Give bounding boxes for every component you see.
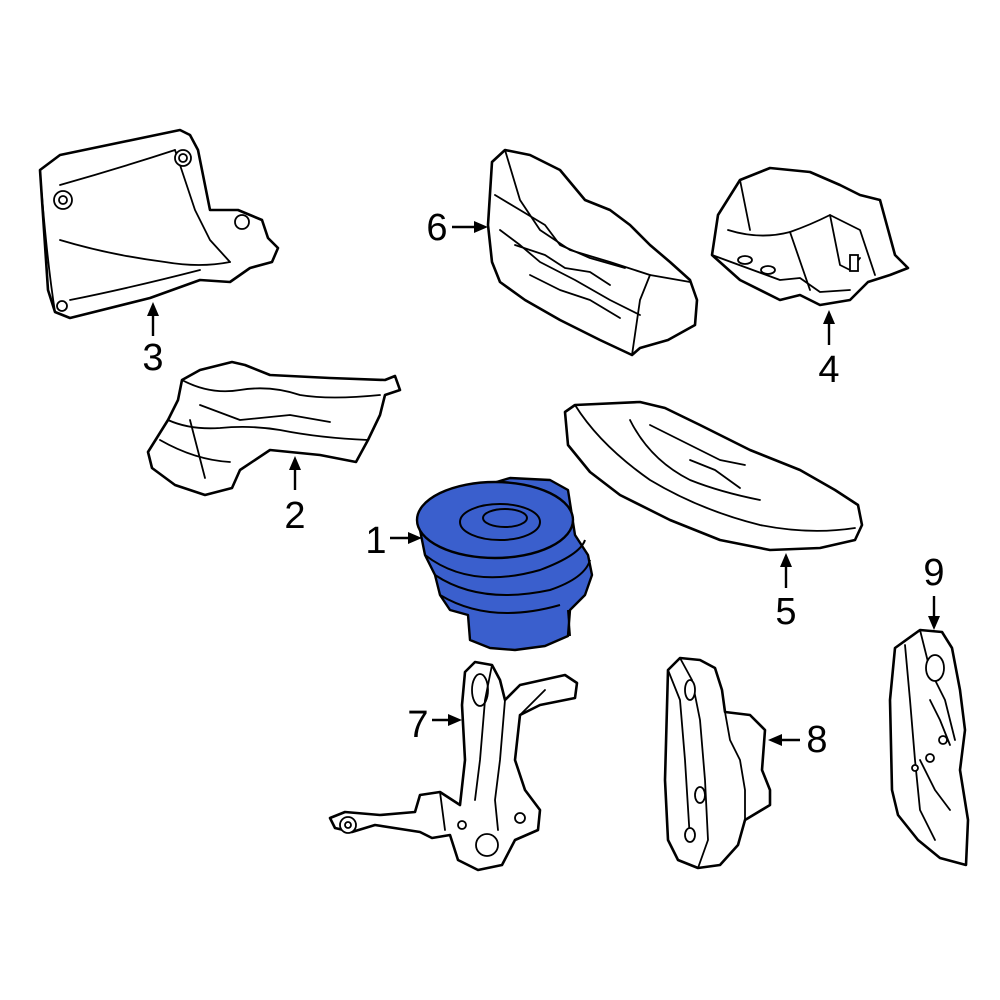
svg-text:9: 9 [923,552,944,594]
svg-text:4: 4 [818,349,839,391]
part-4-mount[interactable] [710,166,910,307]
part-7-bracket[interactable] [328,660,579,872]
part-5-pad[interactable] [563,400,864,552]
callout-1: 1 [365,520,422,562]
callout-9: 9 [923,552,945,630]
svg-text:7: 7 [407,704,428,746]
part-3-bracket[interactable] [38,128,280,320]
callout-7: 7 [407,704,462,746]
callout-8: 8 [768,719,828,761]
svg-text:3: 3 [142,337,163,379]
svg-text:1: 1 [365,520,386,562]
svg-text:2: 2 [284,495,305,537]
callout-3: 3 [142,302,164,379]
part-1-mount-highlighted[interactable] [415,476,594,652]
svg-text:8: 8 [806,719,827,761]
part-6-bracket[interactable] [486,148,699,357]
callout-4: 4 [818,310,840,391]
svg-text:6: 6 [426,207,447,249]
callout-5: 5 [775,553,797,633]
svg-text:5: 5 [775,591,796,633]
part-8-plate[interactable] [663,656,772,870]
callout-6: 6 [426,207,488,249]
callout-2: 2 [284,456,306,537]
part-2-shield[interactable] [146,360,402,497]
part-9-plate[interactable] [888,628,970,867]
